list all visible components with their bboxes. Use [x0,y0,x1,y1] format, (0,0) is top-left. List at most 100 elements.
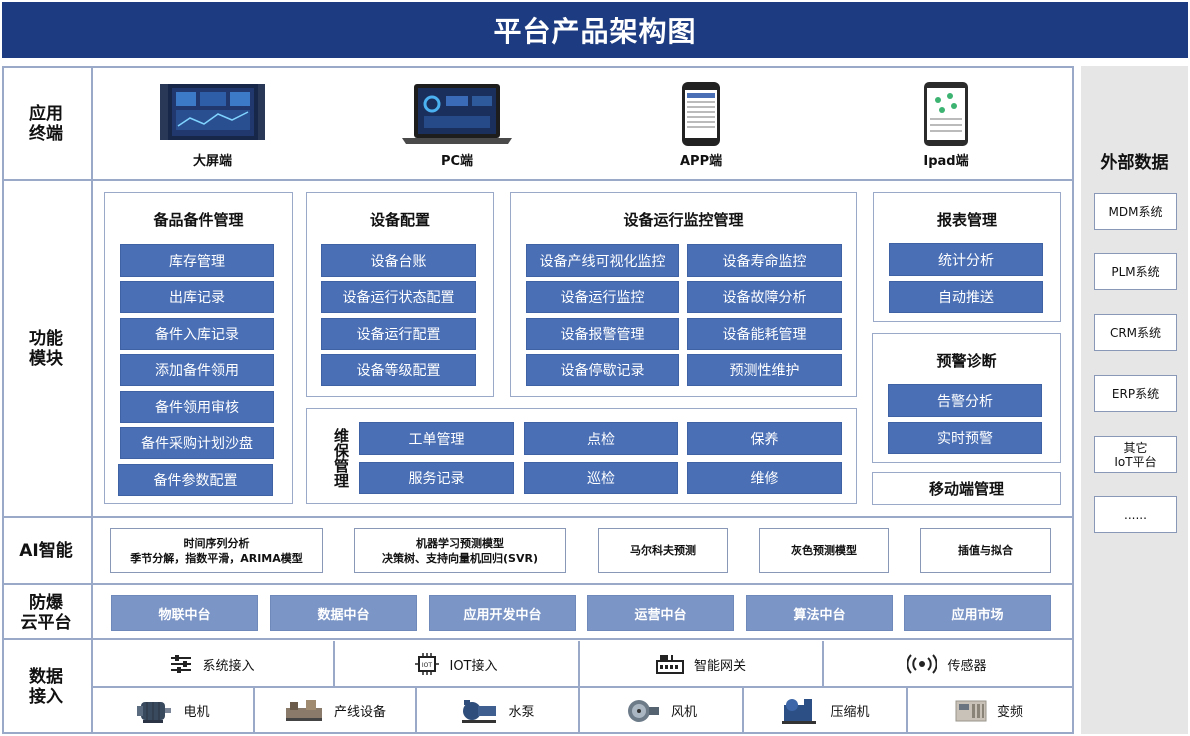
external-item-more[interactable]: ...... [1094,496,1177,533]
spare-parts-item[interactable]: 备件参数配置 [118,464,273,496]
device-monitor-item[interactable]: 设备产线可视化监控 [526,244,679,277]
access-label: 电机 [183,705,210,720]
divider [578,641,580,686]
ai-model-name: 机器学习预测模型 [416,536,504,550]
access-compressor[interactable]: 压缩机 [744,688,906,733]
divider [4,638,1072,640]
terminal-label: 大屏端 [192,154,232,169]
warning-item[interactable]: 实时预警 [888,422,1042,454]
platform-item[interactable]: 物联中台 [111,595,258,631]
chip-icon: IOT [415,653,440,675]
platform-item[interactable]: 运营中台 [587,595,734,631]
ai-model-name: 马尔科夫预测 [630,544,696,557]
laptop-icon [402,84,512,144]
row-label-cloud: 防爆 云平台 [20,593,72,633]
spare-parts-item[interactable]: 添加备件领用 [120,354,274,386]
device-monitor-item[interactable]: 预测性维护 [687,354,842,386]
ai-model-name: 插值与拟合 [958,544,1013,557]
access-system[interactable]: 系统接入 [92,642,333,686]
access-label: 风机 [670,705,697,720]
page-title: 平台产品架构图 [493,15,697,48]
divider [91,68,93,732]
maintenance-title: 维保管理 [332,428,350,488]
spare-parts-item[interactable]: 备件领用审核 [120,391,274,423]
maintenance-item[interactable]: 保养 [687,422,842,455]
maintenance-item[interactable]: 维修 [687,462,842,494]
ai-model-card[interactable]: 马尔科夫预测 [598,528,728,573]
maintenance-item[interactable]: 巡检 [524,462,678,494]
device-monitor-item[interactable]: 设备运行监控 [526,281,679,313]
access-iot[interactable]: IOT IOT接入 [335,642,578,686]
access-label: 系统接入 [202,658,255,674]
device-monitor-item[interactable]: 设备报警管理 [526,318,679,350]
divider [4,583,1072,585]
device-config-item[interactable]: 设备台账 [321,244,476,277]
external-item-erp[interactable]: ERP系统 [1094,375,1177,412]
row-label-ai: AI智能 [19,541,73,561]
access-label: 传感器 [947,658,987,674]
maintenance-item[interactable]: 工单管理 [359,422,514,455]
access-fan[interactable]: 风机 [580,688,742,733]
reports-item[interactable]: 统计分析 [889,243,1043,276]
maintenance-item[interactable]: 点检 [524,422,678,455]
reports-title: 报表管理 [936,211,997,229]
big-screen-icon [160,84,265,140]
access-production-line[interactable]: 产线设备 [255,688,415,733]
divider [92,686,1072,688]
platform-item[interactable]: 数据中台 [270,595,417,631]
device-config-item[interactable]: 设备等级配置 [321,354,476,386]
access-label: 水泵 [508,705,535,720]
terminal-pc: PC端 [398,82,516,169]
access-pump[interactable]: 水泵 [417,688,578,733]
pump-icon [460,698,498,724]
divider [333,641,335,686]
device-monitor-item[interactable]: 设备停歇记录 [526,354,679,386]
access-inverter[interactable]: 变频 [908,688,1070,733]
terminal-label: PC端 [440,154,474,169]
device-config-item[interactable]: 设备运行配置 [321,318,476,350]
device-monitor-item[interactable]: 设备故障分析 [687,281,842,313]
external-item-plm[interactable]: PLM系统 [1094,253,1177,290]
device-config-item[interactable]: 设备运行状态配置 [321,281,476,313]
production-line-icon [284,698,324,724]
spare-parts-item[interactable]: 备件采购计划沙盘 [120,427,274,459]
warning-item[interactable]: 告警分析 [888,384,1042,417]
platform-item[interactable]: 应用市场 [904,595,1051,631]
divider [906,686,908,733]
ai-model-card[interactable]: 插值与拟合 [920,528,1051,573]
spare-parts-item[interactable]: 库存管理 [120,244,274,277]
divider [822,641,824,686]
divider [4,179,1072,181]
divider [742,686,744,733]
spare-parts-item[interactable]: 出库记录 [120,281,274,313]
ai-model-detail: 决策树、支持向量机回归(SVR) [382,551,538,565]
external-item-other-iot[interactable]: 其它 IoT平台 [1094,436,1177,473]
tablet-icon [924,82,968,146]
reports-item[interactable]: 自动推送 [889,281,1043,313]
mobile-management[interactable]: 移动端管理 [872,472,1061,505]
row-label-app-terminal: 应用 终端 [29,103,63,144]
spare-parts-item[interactable]: 备件入库记录 [120,318,274,350]
ai-model-card[interactable]: 机器学习预测模型 决策树、支持向量机回归(SVR) [354,528,566,573]
access-gateway[interactable]: 智能网关 [580,642,822,686]
external-item-mdm[interactable]: MDM系统 [1094,193,1177,230]
sliders-icon [170,655,192,673]
device-monitor-item[interactable]: 设备能耗管理 [687,318,842,350]
terminal-app: APP端 [680,82,722,169]
sensor-icon [907,654,938,674]
divider [4,516,1072,518]
access-sensor[interactable]: 传感器 [824,642,1070,686]
ai-model-card[interactable]: 时间序列分析 季节分解，指数平滑，ARIMA模型 [110,528,323,573]
terminal-label: Ipad端 [923,154,969,169]
external-item-crm[interactable]: CRM系统 [1094,314,1177,351]
access-label: 变频 [996,705,1023,720]
ai-model-card[interactable]: 灰色预测模型 [759,528,889,573]
access-motor[interactable]: 电机 [92,688,253,733]
compressor-icon [780,697,820,725]
platform-item[interactable]: 应用开发中台 [429,595,576,631]
access-label: 压缩机 [830,705,870,720]
platform-item[interactable]: 算法中台 [746,595,893,631]
device-monitor-item[interactable]: 设备寿命监控 [687,244,842,277]
maintenance-item[interactable]: 服务记录 [359,462,514,494]
divider [578,686,580,733]
